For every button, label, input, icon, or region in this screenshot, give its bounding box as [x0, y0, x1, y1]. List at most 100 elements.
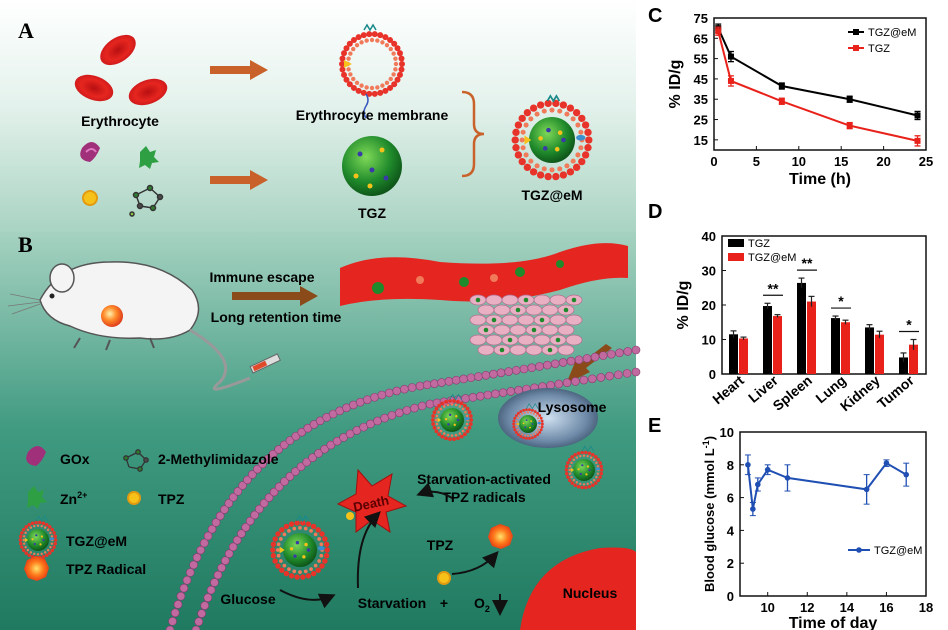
immune-escape-label: Immune escape: [209, 269, 314, 285]
chart-c-ytick-label: 75: [694, 11, 708, 26]
chart-c-ytick-label: 55: [694, 52, 708, 67]
chart-e-ylabel: Blood glucose (mmol L-1): [701, 436, 717, 592]
chart-c-legend-marker: [853, 45, 859, 51]
erythrocyte-label: Erythrocyte: [81, 113, 159, 129]
legend-gox-label: GOx: [60, 451, 90, 467]
chart-e-legend-marker: [856, 547, 862, 553]
chart-c-legend-marker: [853, 29, 859, 35]
chart-c-point: [715, 28, 722, 35]
chart-c-point: [914, 112, 921, 119]
chart-d-category-label: Tumor: [874, 372, 917, 412]
chart-d-significance-label: *: [906, 317, 912, 333]
glucose-label: Glucose: [220, 591, 275, 607]
immune-escape-arrow: [232, 286, 318, 306]
chart-d-ytick-label: 10: [702, 333, 716, 348]
chart-d-bar: [797, 282, 806, 374]
lysosome-label: Lysosome: [538, 399, 607, 415]
radical-to-death-arrow: [416, 482, 453, 499]
blood-vessel: [340, 243, 628, 306]
chart-c-ytick-label: 65: [694, 31, 708, 46]
chart-d-bar: [729, 334, 738, 374]
nucleus: [520, 547, 636, 630]
chart-e-xtick-label: 18: [919, 600, 933, 615]
chart-d-ylabel: % ID/g: [675, 281, 692, 330]
legend-methylimidazole-icon: [123, 449, 149, 472]
panel-b-letter: B: [18, 232, 33, 257]
starvation-label: Starvation: [358, 595, 426, 611]
chart-d-bar: [899, 357, 908, 374]
chart-d-significance-label: *: [838, 293, 844, 309]
chart-e-xtick-label: 16: [879, 600, 893, 615]
tpz-to-radical-arrow: [451, 551, 499, 575]
chart-c-ytick-label: 25: [694, 113, 708, 128]
chart-d-ytick-label: 0: [709, 367, 716, 382]
chart-c-point: [727, 53, 734, 60]
tpz-dot: [346, 512, 354, 520]
panel-d-letter: D: [648, 201, 662, 223]
chart-e-ytick-label: 4: [727, 523, 735, 538]
chart-d-significance-label: **: [802, 255, 813, 271]
plus-label: +: [440, 595, 448, 611]
panel-a-background: [0, 0, 636, 232]
chart-c-point: [846, 96, 853, 103]
tgz-core-dots: [353, 147, 389, 189]
chart-e-ytick-label: 6: [727, 491, 734, 506]
chart-e-xlabel: Time of day: [789, 615, 878, 630]
tpz-center-label: TPZ: [427, 537, 454, 553]
chart-c-xtick-label: 5: [753, 154, 760, 169]
scheme-particle: [270, 514, 330, 580]
chart-e-series-line: [746, 461, 907, 510]
panel-c-letter: C: [648, 5, 662, 27]
chart-e-ytick-label: 0: [727, 589, 734, 604]
chart-e-ytick-label: 10: [720, 425, 734, 440]
legend-methylimidazole-label: 2-Methylimidazole: [158, 451, 279, 467]
chart-e-ytick-label: 8: [727, 458, 734, 473]
chart-d-legend-swatch: [728, 239, 744, 247]
chart-e-frame: [739, 431, 927, 597]
chart-c-series-line: [717, 27, 918, 117]
chart-c-xtick-label: 25: [919, 154, 933, 169]
chart-d-bar: [773, 316, 782, 374]
chart-c-point: [778, 98, 785, 105]
chart-c-xtick-label: 0: [710, 154, 717, 169]
legend-tpz-icon: [127, 491, 141, 505]
chart-d-legend-label: TGZ: [748, 238, 770, 250]
lysosome: [498, 388, 598, 448]
membrane-vesicle: [339, 23, 405, 119]
chart-c-point: [778, 83, 785, 90]
tgzem-label: TGZ@eM: [521, 187, 582, 203]
chart-d-significance-label: **: [768, 280, 779, 296]
starvation-activated-label-1: Starvation-activated: [417, 471, 551, 487]
zn-icon: [139, 146, 159, 169]
chart-e-legend-label: TGZ@eM: [874, 545, 922, 557]
chart-d-bar: [807, 301, 816, 374]
chart-e-point: [764, 466, 771, 473]
starvation-arrow: [356, 511, 381, 589]
chart-e-point: [750, 506, 756, 512]
chart-c-ytick-label: 45: [694, 72, 708, 87]
starvation-activated-label-2: TPZ radicals: [442, 489, 525, 505]
chart-c-point: [914, 137, 921, 144]
cell-membrane: [165, 345, 641, 630]
methylimidazole-icon: [129, 184, 164, 217]
chart-d-ytick-label: 20: [702, 298, 716, 313]
gox-icon: [80, 142, 100, 162]
chart-e-point: [903, 471, 910, 478]
tgz-label: TGZ: [358, 205, 386, 221]
chart-e-xtick-label: 10: [760, 600, 774, 615]
chart-e-ytick-label: 2: [727, 556, 734, 571]
chart-d-bar: [831, 318, 840, 374]
chart-d-legend-swatch: [728, 253, 744, 261]
death-label: Death: [352, 492, 391, 514]
panel-a-letter: A: [18, 18, 34, 43]
chart-d-ytick-label: 30: [702, 264, 716, 279]
legend-zn-label: Zn2+: [60, 490, 87, 507]
cell-particle: [430, 393, 474, 442]
nucleus-label: Nucleus: [563, 585, 618, 601]
chart-d-legend-label: TGZ@eM: [748, 252, 796, 264]
chart-d-bar: [909, 344, 918, 374]
chart-c-xtick-label: 15: [834, 154, 848, 169]
chart-c-legend-label: TGZ: [868, 43, 890, 55]
